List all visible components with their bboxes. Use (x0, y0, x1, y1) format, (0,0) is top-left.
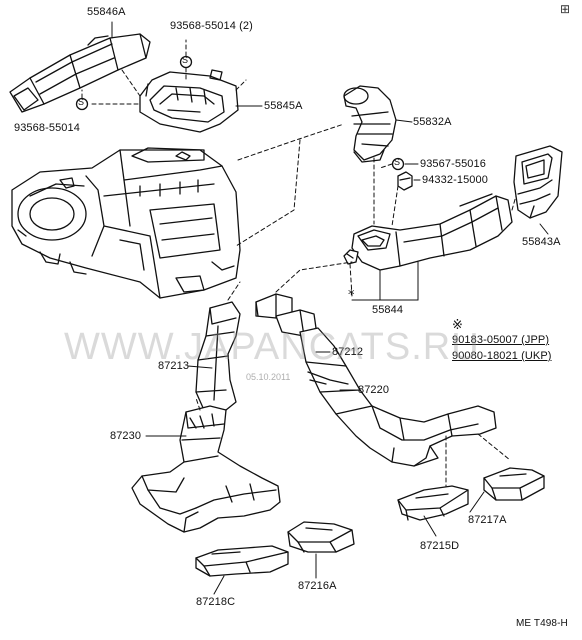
duct-87230 (132, 406, 280, 532)
label-87215D: 87215D (420, 540, 460, 552)
label-94332-15000: 94332-15000 (422, 174, 488, 186)
heater-unit (12, 148, 240, 298)
hose-55832A (344, 86, 396, 162)
screw-s-2: S (78, 97, 85, 107)
leader-lines (112, 22, 548, 594)
label-93567-55016: 93567-55016 (420, 158, 486, 170)
label-93568-55014: 93568-55014 (14, 122, 80, 134)
duct-87216A (288, 522, 354, 552)
note-symbol: ※ (452, 318, 463, 333)
label-87217A: 87217A (468, 514, 507, 526)
label-87230: 87230 (110, 430, 142, 442)
duct-87215D (398, 486, 468, 520)
dashed-connectors (82, 40, 516, 486)
label-87218C: 87218C (196, 596, 236, 608)
label-55845A: 55845A (264, 100, 303, 112)
duct-87217A (484, 468, 544, 500)
watermark-date: 05.10.2011 (246, 372, 291, 382)
asterisk-marker: * (348, 288, 355, 303)
screw-s-1: S (182, 55, 189, 65)
label-55843A: 55843A (522, 236, 561, 248)
duct-55846A (10, 34, 150, 112)
duct-87213 (196, 302, 240, 410)
label-87216A: 87216A (298, 580, 337, 592)
duct-87220 (300, 328, 496, 466)
footer-code: ME T498-H (516, 618, 568, 629)
duct-87218C (196, 546, 288, 576)
note-line-1: 90183-05007 (JPP) (452, 334, 550, 346)
duct-55844 (352, 194, 512, 270)
label-55846A: 55846A (87, 6, 126, 18)
label-87213: 87213 (158, 360, 190, 372)
label-93568-55014-2: 93568-55014 (2) (170, 20, 253, 32)
screw-s-3: S (394, 157, 401, 167)
note-line-2: 90080-18021 (UKP) (452, 350, 552, 362)
label-87212: 87212 (332, 346, 364, 358)
watermark: WWW.JAPANCATS.RU (64, 326, 480, 368)
corner-mark-icon: ⊞ (560, 2, 571, 16)
register-55843A (514, 146, 562, 218)
label-55844: 55844 (372, 304, 404, 316)
duct-87212 (256, 294, 316, 336)
label-87220: 87220 (358, 384, 390, 396)
label-55832A: 55832A (413, 116, 452, 128)
duct-55845A (140, 70, 238, 132)
